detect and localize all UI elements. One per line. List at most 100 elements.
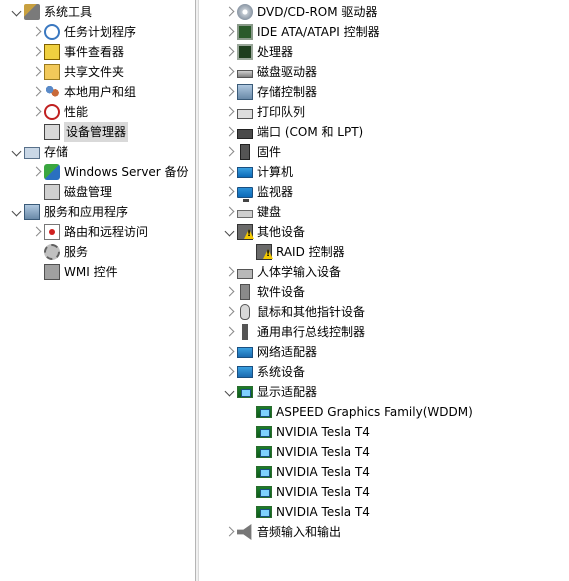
backup-icon: [44, 164, 60, 180]
device-manager-icon: [44, 124, 60, 140]
tree-item-label: NVIDIA Tesla T4: [276, 445, 370, 459]
chevron-right-icon[interactable]: [221, 162, 237, 182]
tree-item-label: 系统工具: [44, 5, 93, 19]
device-tree-item-8[interactable]: 计算机: [221, 162, 293, 182]
wmi-icon: [44, 264, 60, 280]
chevron-right-icon[interactable]: [221, 122, 237, 142]
tree-item-label: 人体学输入设备: [257, 265, 342, 279]
chevron-right-icon[interactable]: [221, 2, 237, 22]
chevron-right-icon[interactable]: [221, 182, 237, 202]
tree-item-label: 监视器: [257, 185, 294, 199]
chevron-right-icon[interactable]: [221, 142, 237, 162]
chevron-right-icon[interactable]: [28, 162, 44, 182]
tree-item-label: 设备管理器: [64, 122, 129, 142]
device-tree-item-16[interactable]: 通用串行总线控制器: [221, 322, 365, 342]
device-tree-item-7[interactable]: 固件: [221, 142, 281, 162]
chevron-right-icon[interactable]: [28, 62, 44, 82]
tree-item-label: 任务计划程序: [64, 25, 137, 39]
tree-item-local-users[interactable]: 本地用户和组: [28, 82, 136, 102]
device-tree-item-18[interactable]: 系统设备: [221, 362, 305, 382]
tree-item-label: 系统设备: [257, 365, 306, 379]
device-tree-item-12[interactable]: RAID 控制器: [240, 242, 345, 262]
tree-item-storage[interactable]: 存储: [8, 142, 68, 162]
chevron-right-icon[interactable]: [221, 302, 237, 322]
chevron-right-icon[interactable]: [221, 62, 237, 82]
display-adapter-icon: [256, 466, 272, 478]
chevron-right-icon[interactable]: [221, 102, 237, 122]
chevron-right-icon[interactable]: [28, 82, 44, 102]
tools-icon: [24, 4, 40, 20]
device-tree-item-4[interactable]: 存储控制器: [221, 82, 317, 102]
device-tree-item-19[interactable]: 显示适配器: [221, 382, 317, 402]
tree-item-label: 磁盘管理: [64, 185, 113, 199]
device-tree-item-15[interactable]: 鼠标和其他指针设备: [221, 302, 365, 322]
tree-item-label: 服务和应用程序: [44, 205, 129, 219]
device-tree-item-24[interactable]: NVIDIA Tesla T4: [240, 482, 370, 502]
tree-item-label: 事件查看器: [64, 45, 125, 59]
device-tree-item-10[interactable]: 键盘: [221, 202, 281, 222]
chevron-down-icon[interactable]: [8, 2, 24, 22]
chevron-right-icon[interactable]: [221, 522, 237, 542]
chevron-right-icon[interactable]: [221, 262, 237, 282]
chevron-down-icon[interactable]: [221, 382, 237, 402]
chevron-right-icon[interactable]: [28, 22, 44, 42]
tree-item-label: 其他设备: [257, 225, 306, 239]
tree-item-label: 固件: [257, 145, 282, 159]
device-tree-item-20[interactable]: ASPEED Graphics Family(WDDM): [240, 402, 473, 422]
device-tree-item-21[interactable]: NVIDIA Tesla T4: [240, 422, 370, 442]
chevron-down-icon[interactable]: [8, 142, 24, 162]
chevron-right-icon[interactable]: [221, 322, 237, 342]
chevron-right-icon[interactable]: [221, 42, 237, 62]
device-tree-item-2[interactable]: 处理器: [221, 42, 293, 62]
tree-item-shared-folders[interactable]: 共享文件夹: [28, 62, 124, 82]
device-tree-item-14[interactable]: 软件设备: [221, 282, 305, 302]
spacer: [240, 242, 256, 262]
tree-item-disk-management[interactable]: 磁盘管理: [28, 182, 112, 202]
device-tree-item-13[interactable]: 人体学输入设备: [221, 262, 341, 282]
tree-item-wmi[interactable]: WMI 控件: [28, 262, 118, 282]
device-tree-item-9[interactable]: 监视器: [221, 182, 293, 202]
tree-item-routing[interactable]: 路由和远程访问: [28, 222, 148, 242]
chevron-right-icon[interactable]: [221, 362, 237, 382]
chevron-right-icon[interactable]: [28, 42, 44, 62]
display-adapter-icon: [237, 386, 253, 398]
device-tree-item-25[interactable]: NVIDIA Tesla T4: [240, 502, 370, 522]
display-adapter-icon: [256, 506, 272, 518]
device-tree-item-23[interactable]: NVIDIA Tesla T4: [240, 462, 370, 482]
tree-item-performance[interactable]: 性能: [28, 102, 88, 122]
event-viewer-icon: [44, 44, 60, 60]
tree-item-task-scheduler[interactable]: 任务计划程序: [28, 22, 136, 42]
device-tree-item-6[interactable]: 端口 (COM 和 LPT): [221, 122, 363, 142]
tree-item-label: NVIDIA Tesla T4: [276, 505, 370, 519]
device-tree-item-11[interactable]: 其他设备: [221, 222, 305, 242]
chevron-down-icon[interactable]: [221, 222, 237, 242]
firmware-icon: [240, 144, 250, 160]
chevron-right-icon[interactable]: [221, 202, 237, 222]
mouse-icon: [240, 304, 250, 320]
tree-item-windows-backup[interactable]: Windows Server 备份: [28, 162, 189, 182]
tree-item-services-apps[interactable]: 服务和应用程序: [8, 202, 128, 222]
device-tree-item-0[interactable]: DVD/CD-ROM 驱动器: [221, 2, 377, 22]
tree-item-label: NVIDIA Tesla T4: [276, 465, 370, 479]
chevron-right-icon[interactable]: [28, 102, 44, 122]
chevron-right-icon[interactable]: [221, 282, 237, 302]
chevron-right-icon[interactable]: [221, 342, 237, 362]
device-tree-item-5[interactable]: 打印队列: [221, 102, 305, 122]
tree-item-device-manager[interactable]: 设备管理器: [28, 122, 129, 142]
tree-item-event-viewer[interactable]: 事件查看器: [28, 42, 124, 62]
device-tree-item-3[interactable]: 磁盘驱动器: [221, 62, 317, 82]
network-adapter-icon: [237, 346, 253, 358]
device-tree-item-17[interactable]: 网络适配器: [221, 342, 317, 362]
chevron-down-icon[interactable]: [8, 202, 24, 222]
tree-item-services[interactable]: 服务: [28, 242, 88, 262]
device-tree-item-1[interactable]: IDE ATA/ATAPI 控制器: [221, 22, 380, 42]
chevron-right-icon[interactable]: [28, 222, 44, 242]
chevron-right-icon[interactable]: [221, 22, 237, 42]
tree-item-label: 性能: [64, 105, 89, 119]
device-tree-item-22[interactable]: NVIDIA Tesla T4: [240, 442, 370, 462]
chevron-right-icon[interactable]: [221, 82, 237, 102]
tree-item-system-tools[interactable]: 系统工具: [8, 2, 92, 22]
device-tree-item-26[interactable]: 音频输入和输出: [221, 522, 341, 542]
pane-splitter[interactable]: [195, 0, 199, 581]
